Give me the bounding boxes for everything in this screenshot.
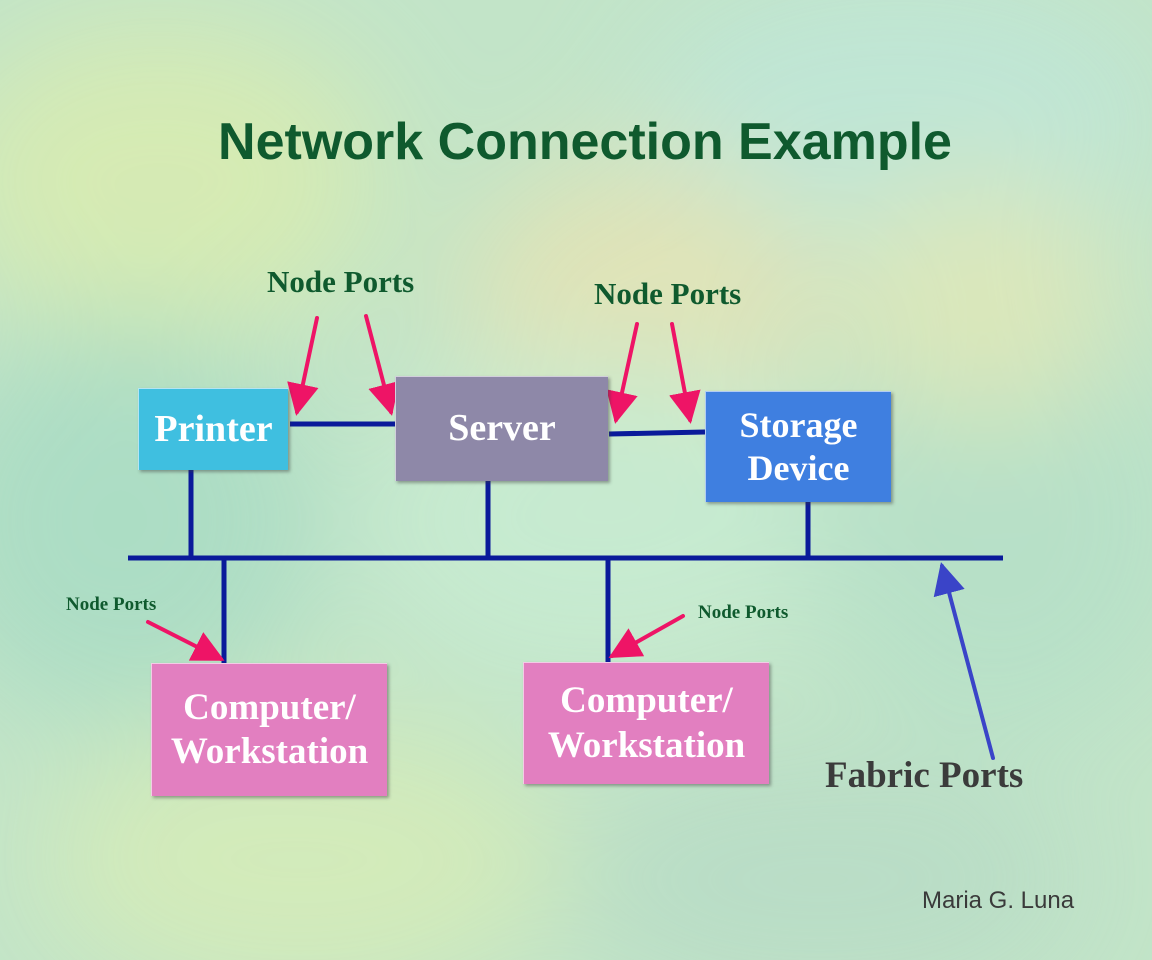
node-ports-label-workstation2: Node Ports <box>698 602 789 623</box>
server-node: Server <box>395 376 608 481</box>
server-storage-link <box>608 429 706 437</box>
storage-device-node: Storage Device <box>705 391 891 502</box>
slide-title: Network Connection Example <box>218 113 952 171</box>
author-credit: Maria G. Luna <box>922 887 1075 914</box>
bus-lines <box>128 421 1003 663</box>
storage-label-line1: Storage <box>739 404 858 445</box>
fabric-port-arrow <box>933 562 995 760</box>
node-port-arrow <box>287 316 319 416</box>
workstation-label-line2: Workstation <box>170 731 369 772</box>
node-port-arrow <box>669 322 701 424</box>
node-port-arrow <box>364 314 400 416</box>
fabric-ports-label: Fabric Ports <box>825 755 1024 796</box>
node-ports-label-printer-server: Node Ports <box>267 264 415 299</box>
workstation-node-1: Computer/ Workstation <box>151 663 387 796</box>
storage-label-line2: Device <box>747 448 850 488</box>
node-ports-label-workstation1: Node Ports <box>66 594 157 615</box>
workstation-label-line1: Computer/ <box>560 680 733 722</box>
node-port-arrow <box>606 322 639 424</box>
workstation-node-2: Computer/ Workstation <box>523 662 769 784</box>
server-label: Server <box>448 407 556 450</box>
node-port-arrow <box>146 620 225 661</box>
workstation-label-line2: Workstation <box>547 724 746 766</box>
workstation-label-line1: Computer/ <box>183 686 356 728</box>
printer-node: Printer <box>138 388 288 470</box>
node-ports-label-server-storage: Node Ports <box>594 276 742 311</box>
node-port-arrow <box>608 614 685 658</box>
printer-label: Printer <box>154 407 273 450</box>
